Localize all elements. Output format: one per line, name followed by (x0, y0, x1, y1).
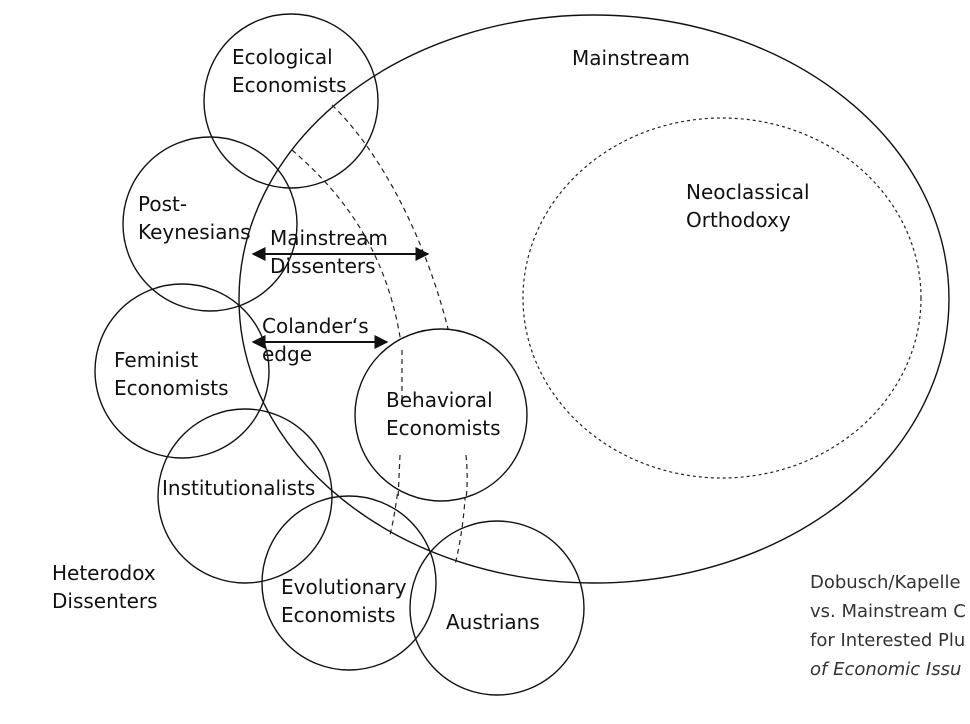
behavioral-label-line1: Behavioral (386, 388, 493, 412)
colanders-edge-label-line2: edge (262, 342, 312, 366)
citation-line1: Dobusch/Kapelle (810, 572, 961, 593)
evolutionary-label-line1: Evolutionary (281, 575, 407, 599)
mainstream-dissenters-label-line2: Dissenters (270, 254, 376, 278)
mainstream-dissenters-label-line1: Mainstream (270, 226, 388, 250)
ecological-label-line2: Economists (232, 73, 347, 97)
ecological-economists-circle (203, 13, 379, 189)
citation-line2: vs. Mainstream C (810, 601, 966, 622)
neoclassical-label-line1: Neoclassical (686, 180, 810, 204)
neoclassical-orthodoxy-ellipse (522, 117, 922, 479)
inner-dashed-boundary (291, 149, 403, 536)
feminist-economists-circle (94, 283, 270, 459)
outer-dashed-boundary (331, 104, 467, 566)
mainstream-ellipse (238, 14, 950, 584)
behavioral-outer-dashed-segment (465, 454, 468, 501)
heterodox-dissenters-label-line1: Heterodox (52, 561, 156, 585)
neoclassical-label-line2: Orthodoxy (686, 208, 791, 232)
behavioral-label-line2: Economists (386, 416, 501, 440)
citation-line3: for Interested Plu (810, 630, 965, 651)
evolutionary-label-line2: Economists (281, 603, 396, 627)
post-keynesians-label-line2: Keynesians (138, 220, 251, 244)
colanders-edge-label-line1: Colander‘s (262, 314, 369, 338)
behavioral-economists-circle (354, 328, 528, 502)
feminist-label-line1: Feminist (114, 348, 198, 372)
feminist-label-line2: Economists (114, 376, 229, 400)
ecological-label-line1: Ecological (232, 45, 333, 69)
institutionalists-circle (157, 408, 333, 584)
mainstream-label: Mainstream (572, 46, 690, 70)
post-keynesians-circle (122, 136, 298, 312)
institutionalists-label: Institutionalists (162, 476, 315, 500)
citation-line4: of Economic Issu (810, 659, 961, 680)
post-keynesians-label-line1: Post- (138, 192, 187, 216)
evolutionary-economists-circle (261, 495, 437, 671)
austrians-circle (409, 520, 585, 696)
behavioral-lower-dashed-segment (397, 454, 401, 501)
austrians-label: Austrians (446, 610, 540, 634)
heterodox-dissenters-label-line2: Dissenters (52, 589, 158, 613)
